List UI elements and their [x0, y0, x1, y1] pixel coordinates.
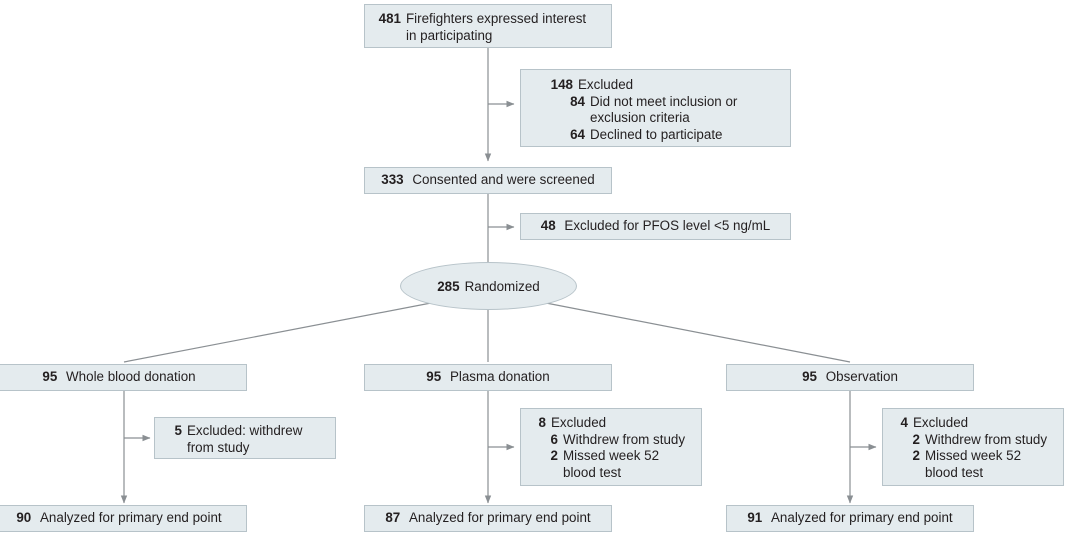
node-excluded-observation-count: 4	[900, 415, 908, 430]
node-excluded-observation: 4 Excluded 2 Withdrew from study 2 Misse…	[882, 408, 1064, 486]
node-excluded-pfos: 48 Excluded for PFOS level <5 ng/mL	[520, 213, 791, 240]
node-analyzed-plasma-count: 87	[385, 510, 401, 525]
node-excluded-screening-item-0-label: Did not meet inclusion or exclusion crit…	[590, 93, 738, 126]
node-randomized-count: 285	[437, 278, 460, 294]
node-consented-count: 333	[381, 172, 404, 187]
node-analyzed-whole-blood-label: Analyzed for primary end point	[40, 510, 222, 525]
node-arm-whole-blood: 95 Whole blood donation	[0, 364, 247, 391]
node-analyzed-observation-count: 91	[747, 510, 763, 525]
node-analyzed-whole-blood: 90 Analyzed for primary end point	[0, 505, 247, 532]
node-excluded-observation-item-1-count: 2	[912, 448, 920, 464]
node-excluded-screening-count: 148	[550, 77, 573, 92]
node-excluded-screening-item-1-label: Declined to participate	[590, 126, 723, 142]
node-expressed-interest-count: 481	[378, 11, 401, 26]
node-excluded-observation-header: 4 Excluded	[897, 415, 1055, 432]
node-excluded-plasma-item-0: 6 Withdrew from study	[547, 432, 693, 449]
node-excluded-pfos-count: 48	[540, 218, 556, 233]
node-excluded-plasma-count: 8	[538, 415, 546, 430]
node-excluded-screening-header: 148 Excluded	[547, 77, 780, 94]
node-excluded-observation-item-1: 2 Missed week 52 blood test	[909, 448, 1055, 481]
node-arm-observation-count: 95	[802, 369, 817, 384]
node-expressed-interest-row: 481 Firefighters expressed interest in p…	[375, 11, 601, 44]
node-analyzed-plasma-label: Analyzed for primary end point	[409, 510, 591, 525]
node-excluded-plasma-item-1: 2 Missed week 52 blood test	[547, 448, 693, 481]
node-analyzed-observation: 91 Analyzed for primary end point	[726, 505, 974, 532]
node-excluded-observation-item-1-label: Missed week 52 blood test	[925, 448, 1022, 480]
node-excluded-pfos-label: Excluded for PFOS level <5 ng/mL	[564, 218, 771, 233]
node-consented-label: Consented and were screened	[412, 172, 595, 187]
node-expressed-interest-label: Firefighters expressed interest in parti…	[406, 11, 587, 43]
node-arm-plasma: 95 Plasma donation	[364, 364, 612, 391]
node-excluded-screening-item-0-count: 84	[570, 93, 585, 109]
node-arm-plasma-label: Plasma donation	[449, 369, 550, 384]
node-excluded-screening-item-1-count: 64	[570, 126, 585, 142]
node-arm-whole-blood-count: 95	[42, 369, 58, 384]
node-excluded-plasma-header: 8 Excluded	[535, 415, 693, 432]
node-excluded-whole-blood-label: Excluded: withdrew from study	[187, 423, 303, 455]
node-randomized-label: Randomized	[464, 278, 540, 294]
node-excluded-screening-item-0: 84 Did not meet inclusion or exclusion c…	[567, 94, 780, 127]
node-excluded-screening: 148 Excluded 84 Did not meet inclusion o…	[520, 69, 791, 147]
node-excluded-plasma: 8 Excluded 6 Withdrew from study 2 Misse…	[520, 408, 702, 486]
node-excluded-observation-item-0: 2 Withdrew from study	[909, 432, 1055, 449]
node-arm-observation-label: Observation	[825, 369, 898, 384]
node-excluded-observation-item-0-label: Withdrew from study	[925, 431, 1048, 447]
node-excluded-whole-blood: 5 Excluded: withdrew from study	[154, 417, 336, 459]
node-excluded-screening-item-1: 64 Declined to participate	[567, 127, 780, 144]
node-excluded-screening-label: Excluded	[578, 77, 634, 92]
node-analyzed-whole-blood-count: 90	[16, 510, 32, 525]
node-excluded-plasma-item-0-label: Withdrew from study	[563, 431, 686, 447]
node-analyzed-plasma: 87 Analyzed for primary end point	[364, 505, 612, 532]
node-excluded-plasma-item-1-count: 2	[550, 448, 558, 464]
node-consented: 333 Consented and were screened	[364, 167, 612, 194]
node-arm-observation: 95 Observation	[726, 364, 974, 391]
node-excluded-plasma-label: Excluded	[551, 415, 607, 430]
node-excluded-whole-blood-count: 5	[174, 423, 182, 438]
node-arm-plasma-count: 95	[426, 369, 442, 384]
node-randomized: 285 Randomized	[400, 262, 577, 310]
node-excluded-whole-blood-row: 5 Excluded: withdrew from study	[171, 423, 325, 456]
node-excluded-observation-label: Excluded	[913, 415, 969, 430]
node-excluded-observation-item-0-count: 2	[912, 431, 920, 447]
node-arm-whole-blood-label: Whole blood donation	[66, 369, 196, 384]
node-analyzed-observation-label: Analyzed for primary end point	[771, 510, 953, 525]
node-expressed-interest: 481 Firefighters expressed interest in p…	[364, 4, 612, 48]
node-excluded-plasma-item-0-count: 6	[550, 431, 558, 447]
node-excluded-plasma-item-1-label: Missed week 52 blood test	[563, 448, 660, 480]
